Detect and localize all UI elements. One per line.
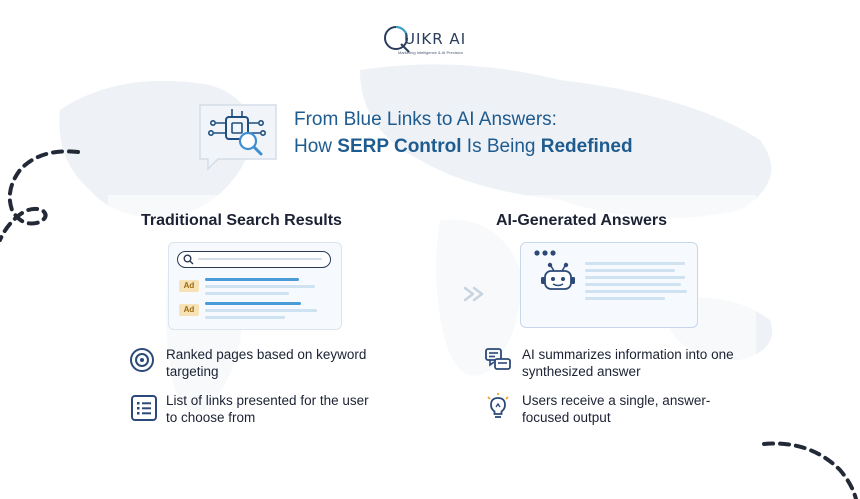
window-dots-icon xyxy=(534,250,556,256)
logo-wordmark: UIKR AI xyxy=(404,30,467,48)
robot-icon xyxy=(541,262,575,290)
chip-magnifier-icon xyxy=(199,104,277,171)
right-point-1: AI summarizes information into one synth… xyxy=(522,347,734,379)
result-title-line xyxy=(205,302,301,305)
quikr-ai-logo: UIKR AI Marketing Intelligence & AI Prec… xyxy=(378,22,488,64)
dashed-swirl-left xyxy=(0,149,80,242)
title-emphasis-redefined: Redefined xyxy=(540,136,633,157)
ai-heading: AI-Generated Answers xyxy=(496,212,668,229)
left-point-2: List of links presented for the user to … xyxy=(166,393,369,425)
ai-answer-mockup-card xyxy=(520,242,698,328)
dashed-swirl-right xyxy=(762,441,858,499)
title-line-2: How SERP Control Is Being Redefined xyxy=(294,136,633,157)
serp-search-bar xyxy=(177,251,331,268)
title-line-1: From Blue Links to AI Answers: xyxy=(294,109,557,130)
lightbulb-icon xyxy=(487,393,509,418)
title-emphasis-serp: SERP Control xyxy=(337,136,462,157)
left-point-1: Ranked pages based on keyword targeting xyxy=(166,347,367,379)
ad-badge: Ad xyxy=(179,280,199,292)
result-title-line xyxy=(205,278,299,281)
logo-tagline: Marketing Intelligence & AI Precision xyxy=(398,50,463,55)
right-point-2: Users receive a single, answer-focused o… xyxy=(522,393,711,425)
traditional-heading: Traditional Search Results xyxy=(141,212,342,229)
target-icon xyxy=(130,348,154,372)
chat-icon xyxy=(485,348,511,370)
list-icon xyxy=(131,395,157,421)
page-title: From Blue Links to AI Answers: How SERP … xyxy=(294,106,633,160)
logo-q-icon xyxy=(384,26,410,53)
search-icon xyxy=(183,254,194,265)
serp-mockup-card: Ad Ad xyxy=(168,242,342,330)
ad-badge: Ad xyxy=(179,304,199,316)
transition-arrow-icon xyxy=(463,286,484,302)
